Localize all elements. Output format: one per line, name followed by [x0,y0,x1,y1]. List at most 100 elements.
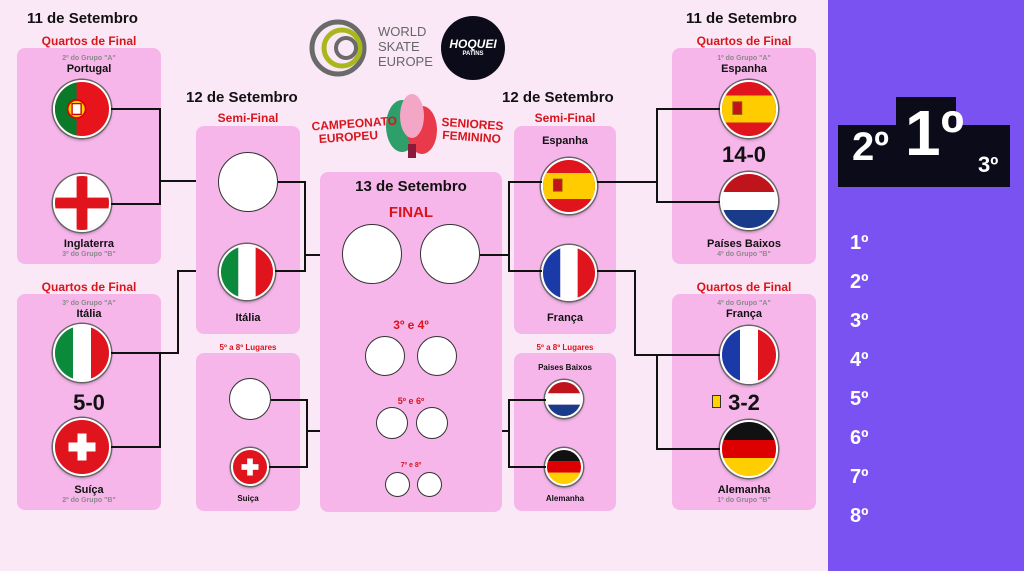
feminino-text: FEMININO [441,127,502,147]
wse-line2: SKATE [378,39,420,54]
switzerland-flag-icon [53,418,111,476]
bracket-line [656,108,720,110]
seventh-place-label: 7º e 8º [400,462,422,469]
left-sf-stage: Semi-Final [217,111,279,125]
france-flag-icon [541,245,597,301]
left-qf2-team2-group: 2º do Grupo "B" [62,497,116,504]
right-places-panel [514,353,616,511]
right-qf2-team1-name: França [725,308,763,320]
right-qf1-team1-group: 1º do Grupo "A" [717,55,771,62]
bracket-line [597,181,658,183]
bracket-line [111,203,161,205]
netherlands-flag-icon [545,380,583,418]
right-qf1-score: 14-0 [721,142,767,167]
bracket-line [304,181,306,272]
right-places-team2-name: Alemanha [545,494,585,503]
bracket-line [510,466,546,468]
left-qf2-team1-name: Itália [76,308,102,320]
bracket-line [634,354,658,356]
spain-flag-icon [541,158,597,214]
right-qf1-team2-group: 4º do Grupo "B" [717,251,771,258]
ranking-position: 7º [850,466,869,488]
bracket-line [111,446,161,448]
right-places-stage: 5º a 8º Lugares [536,343,594,352]
final-team2-slot [420,224,480,284]
podium-first-step [896,97,956,127]
europeu-text: EUROPEU [318,127,379,147]
switzerland-flag-icon [231,448,269,486]
right-qf-date: 11 de Setembro [686,10,797,27]
left-qf-date: 11 de Setembro [27,10,138,27]
germany-flag-icon [545,448,583,486]
campeonato-europeu-label: CAMPEONATO EUROPEU [311,114,397,147]
bracket-line [271,399,308,401]
bracket-line [111,108,161,110]
left-sf-team2-name: Itália [235,312,261,324]
right-qf2-team2-name: Alemanha [717,484,771,496]
seventh-place-team2-slot [417,472,442,497]
podium-second: 2º [852,125,889,169]
france-flag-icon [720,326,778,384]
bracket-line [111,352,161,354]
germany-flag-icon [720,420,778,478]
left-qf1-team2-group: 3º do Grupo "B" [62,251,116,258]
hoquei-text: HOQUEI [449,37,497,51]
england-flag-icon [53,174,111,232]
ranking-position: 2º [850,271,869,293]
bracket-line [278,181,306,183]
bracket-line [502,430,510,432]
bracket-line [656,448,720,450]
ranking-position: 8º [850,505,869,527]
third-place-team1-slot [365,336,405,376]
bracket-line [597,270,636,272]
bracket-line [480,254,510,256]
seventh-place-team1-slot [385,472,410,497]
bracket-line [656,201,720,203]
bracket-line [656,108,658,203]
left-qf1-team1-group: 2º do Grupo "A" [62,55,116,62]
left-qf1-team1-name: Portugal [66,63,112,75]
wse-line3: EUROPE [378,54,433,69]
ranking-position: 6º [850,427,869,449]
right-sf-stage: Semi-Final [534,111,596,125]
bracket-line [634,270,636,356]
right-qf1-team2-name: Países Baixos [707,238,781,250]
bracket-line [510,399,546,401]
left-qf2-team1-group: 3º do Grupo "A" [62,300,116,307]
third-place-label: 3º e 4º [393,318,429,332]
third-place-team2-slot [417,336,457,376]
final-title: FINAL [388,204,434,221]
bracket-line [159,352,161,448]
right-sf-date: 12 de Setembro [502,89,614,106]
ranking-position: 4º [850,349,869,371]
portugal-flag-icon [53,80,111,138]
right-qf1-team1-name: Espanha [721,63,767,75]
bracket-line [508,270,542,272]
fifth-place-label: 5º e 6º [397,396,425,406]
bracket-line [177,270,179,354]
left-qf1-team2-name: Inglaterra [63,238,115,250]
bracket-line [275,270,306,272]
right-sf-team1-name: Espanha [542,135,588,147]
left-qf2-stage: Quartos de Final [41,280,137,294]
final-team1-slot [342,224,402,284]
bracket-line [656,354,658,450]
bracket-line [159,352,179,354]
left-qf2-score: 5-0 [73,390,105,415]
hoquei-patins-logo: HOQUEI PATINS [441,16,505,80]
left-places-panel [196,353,300,511]
bracket-line [508,181,510,272]
right-qf2-score: 3-2 [728,390,760,415]
final-date: 13 de Setembro [355,178,467,195]
bracket-line [269,466,308,468]
championship-trophy-icon [382,86,442,162]
right-qf2-team2-group: 1º do Grupo "B" [717,497,771,504]
hoquei-sub-text: PATINS [462,51,484,57]
podium [838,125,1010,187]
right-qf1-stage: Quartos de Final [696,34,792,48]
left-places-team2-name: Suiça [237,494,259,503]
left-qf1-stage: Quartos de Final [41,34,137,48]
netherlands-flag-icon [720,172,778,230]
bracket-line [508,181,542,183]
bracket-line [306,430,320,432]
